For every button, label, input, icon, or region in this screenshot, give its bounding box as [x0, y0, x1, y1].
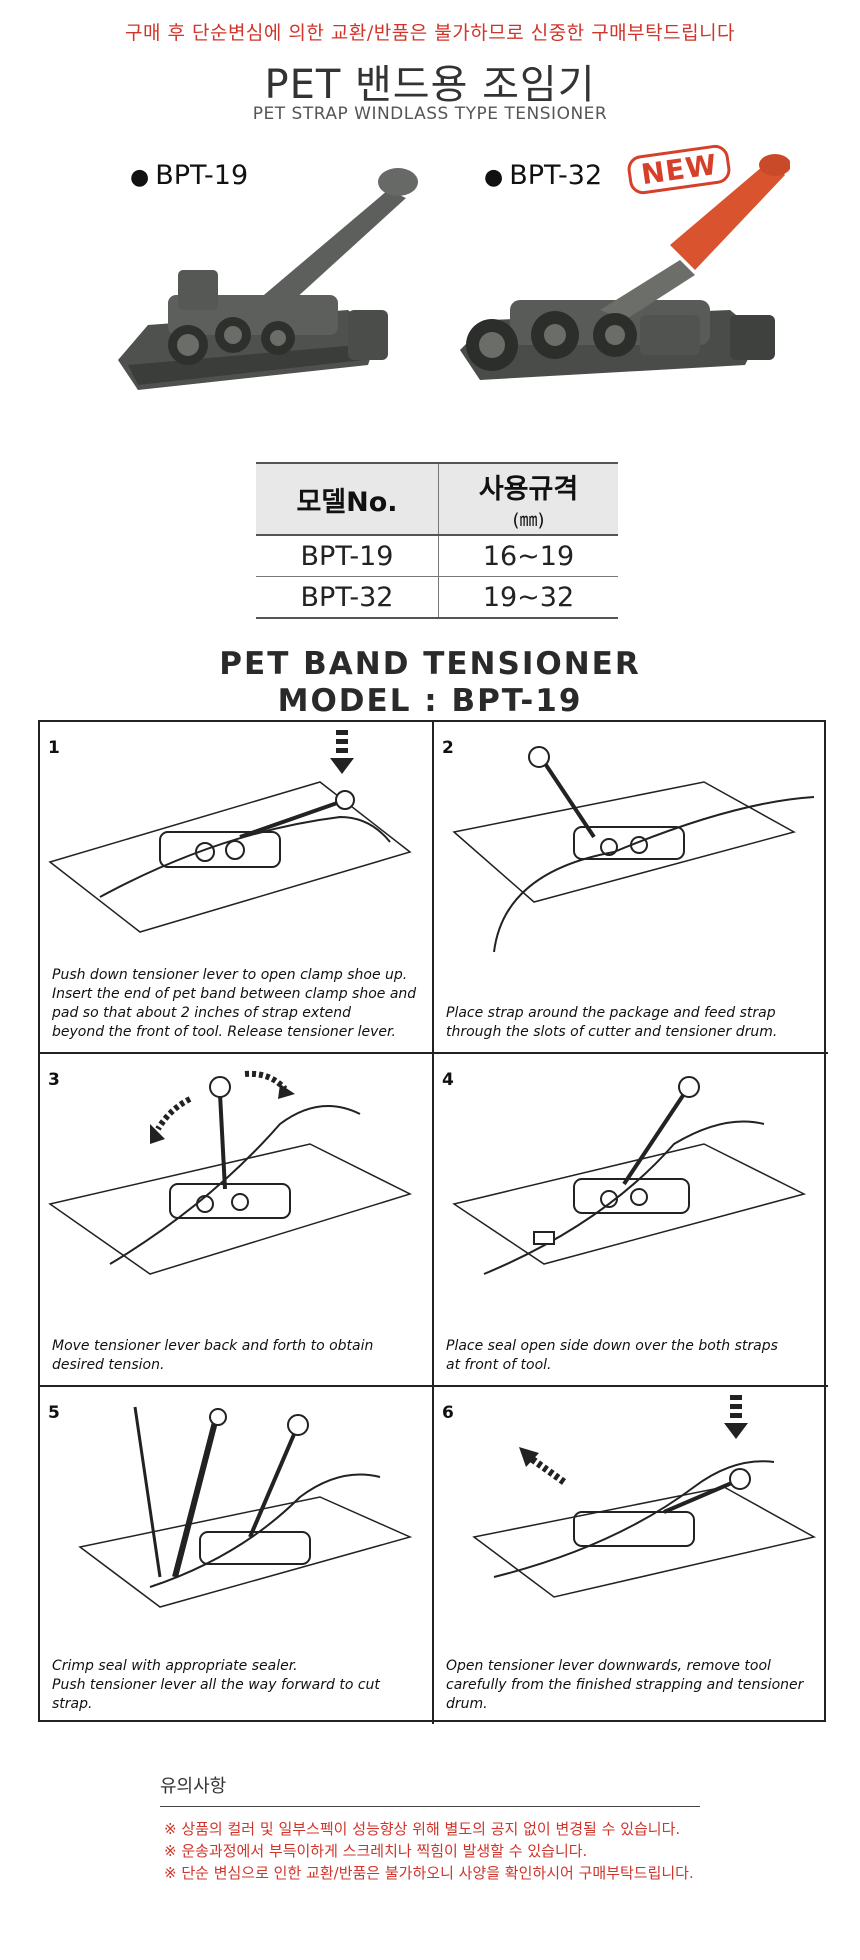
arrow-remove-icon	[519, 1447, 567, 1485]
step-5-panel: 5 Crimp seal with appropriate sealer. Pu…	[40, 1387, 434, 1724]
instructions-grid: 1 Push down tensioner lever to open clam…	[38, 720, 828, 1724]
bullet-icon: ●	[130, 165, 150, 190]
arrow-forward-icon	[244, 1070, 295, 1099]
product-label-bpt19: ●BPT-19	[130, 160, 249, 191]
caution-item: ※ 상품의 컬러 및 일부스펙이 성능향상 위해 별도의 공지 없이 변경될 수…	[164, 1820, 681, 1838]
unit-label: (㎜)	[512, 509, 545, 531]
step-4-illustration	[452, 1076, 807, 1275]
caution-item: ※ 운송과정에서 부득이하게 스크레치나 찍힘이 발생할 수 있습니다.	[164, 1842, 588, 1860]
step-6-text: Open tensioner lever downwards, remove t…	[446, 1658, 804, 1712]
step-3-text: Move tensioner lever back and forth to o…	[52, 1338, 374, 1373]
step-number: 6	[442, 1403, 454, 1423]
page-subtitle: PET STRAP WINDLASS TYPE TENSIONER	[252, 104, 608, 124]
step-3-illustration	[48, 1070, 413, 1275]
caution-title: 유의사항	[160, 1776, 227, 1797]
step-1-illustration	[48, 730, 412, 933]
step-2-text: Place strap around the package and feed …	[446, 1005, 778, 1040]
step-3-panel: 3 Move tensioner lever back and forth to…	[40, 1054, 434, 1387]
arrow-back-icon	[150, 1096, 192, 1144]
caution-item: ※ 단순 변심으로 인한 교환/반품은 불가하오니 사양을 확인하시어 구매부탁…	[164, 1864, 694, 1882]
step-5-text: Crimp seal with appropriate sealer. Push…	[52, 1658, 380, 1712]
model-cell: BPT-32	[256, 576, 439, 619]
instructions-title: PET BAND TENSIONER MODEL : BPT-19	[0, 646, 860, 720]
step-4-text: Place seal open side down over the both …	[446, 1338, 778, 1373]
spec-table: 모델No. 사용규격 (㎜) BPT-19 16~19 BPT-32 19~32	[256, 462, 618, 619]
step-5-illustration	[78, 1406, 413, 1608]
step-1-text: Push down tensioner lever to open clamp …	[52, 967, 417, 1040]
col-model-header: 모델No.	[256, 462, 439, 536]
bpt32-tool-image	[460, 154, 790, 380]
top-notice: 구매 후 단순변심에 의한 교환/반품은 불가하므로 신중한 구매부탁드립니다	[124, 22, 736, 44]
model-cell: BPT-19	[256, 535, 439, 577]
arrow-down-icon	[330, 730, 354, 774]
step-number: 4	[442, 1070, 454, 1090]
product-label-bpt32: ●BPT-32	[484, 160, 603, 191]
step-6-panel: 6 Open tensioner lever downwards, remove…	[434, 1387, 828, 1724]
spec-table-header: 모델No. 사용규격 (㎜)	[256, 462, 618, 536]
table-row: BPT-32 19~32	[256, 576, 618, 619]
col-spec-header: 사용규격 (㎜)	[438, 462, 618, 536]
step-number: 1	[48, 738, 60, 758]
step-number: 3	[48, 1070, 60, 1090]
spec-cell: 16~19	[438, 535, 618, 577]
arrow-down-icon	[724, 1395, 748, 1439]
bpt19-tool-image	[118, 168, 418, 390]
table-row: BPT-19 16~19	[256, 535, 618, 577]
instructions-model-line: MODEL : BPT-19	[277, 683, 583, 719]
bullet-icon: ●	[484, 165, 504, 190]
step-4-panel: 4 Place seal open side down over the bot…	[434, 1054, 828, 1387]
step-6-illustration	[472, 1395, 817, 1598]
step-number: 2	[442, 738, 454, 758]
caution-list: ※ 상품의 컬러 및 일부스펙이 성능향상 위해 별도의 공지 없이 변경될 수…	[164, 1818, 694, 1884]
step-2-panel: 2 Place strap around the package and fee…	[434, 722, 828, 1054]
step-number: 5	[48, 1403, 60, 1423]
spec-cell: 19~32	[438, 576, 618, 619]
page-title: PET 밴드용 조임기	[264, 62, 596, 108]
caution-divider	[160, 1806, 700, 1807]
seal-icon	[533, 1231, 555, 1245]
step-1-panel: 1 Push down tensioner lever to open clam…	[40, 722, 434, 1054]
step-2-illustration	[452, 746, 815, 953]
